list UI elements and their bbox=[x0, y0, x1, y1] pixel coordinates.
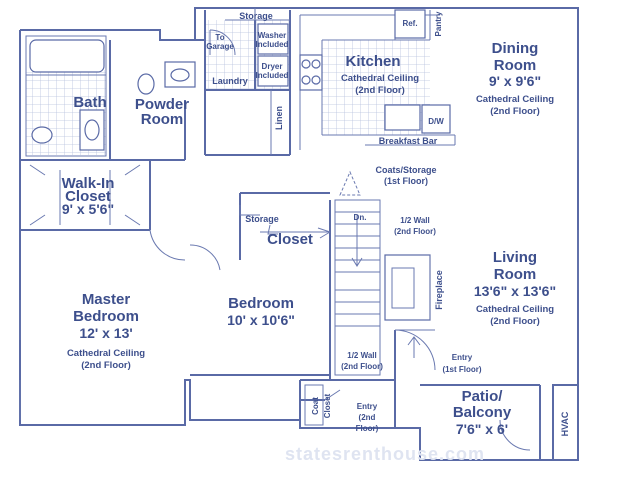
toilet bbox=[31, 126, 53, 144]
label-living-note-2: (2nd Floor) bbox=[490, 316, 540, 327]
label-entry2-1: Entry bbox=[357, 402, 378, 411]
label-half-wall-top-2: (2nd Floor) bbox=[394, 227, 436, 236]
label-dining-dim: 9' x 9'6" bbox=[489, 73, 541, 89]
label-entry-1: Entry bbox=[452, 353, 473, 362]
label-storage-bed: Storage bbox=[245, 214, 279, 224]
label-entry2-2: (2nd bbox=[359, 413, 376, 422]
label-dining-1: Dining bbox=[492, 40, 539, 57]
label-dn: Dn. bbox=[354, 213, 367, 222]
label-bedroom-dim: 10' x 10'6" bbox=[227, 312, 295, 328]
label-entry-2: (1st Floor) bbox=[442, 365, 481, 374]
label-powder-2: Room bbox=[141, 111, 184, 128]
label-walkin-1: Walk-In bbox=[62, 175, 115, 192]
room-labels: Storage To Garage Washer Included Dryer … bbox=[62, 11, 570, 464]
label-walkin-dim: 9' x 5'6" bbox=[62, 201, 114, 217]
label-fireplace: Fireplace bbox=[434, 270, 444, 310]
label-bedroom: Bedroom bbox=[228, 295, 294, 312]
label-dryer-2: Included bbox=[256, 71, 289, 80]
label-entry2-3: Floor) bbox=[356, 424, 379, 433]
label-hvac: HVAC bbox=[560, 411, 570, 436]
powder-toilet bbox=[137, 73, 155, 95]
label-to-garage-1: To bbox=[215, 33, 224, 42]
label-half-wall-top-1: 1/2 Wall bbox=[400, 216, 430, 225]
label-patio-dim: 7'6" x 6' bbox=[456, 421, 508, 437]
stove bbox=[299, 54, 323, 91]
label-washer-2: Included bbox=[256, 40, 289, 49]
label-dining-note-1: Cathedral Ceiling bbox=[476, 94, 554, 105]
label-master-2: Bedroom bbox=[73, 308, 139, 325]
label-living-note-1: Cathedral Ceiling bbox=[476, 304, 554, 315]
label-master-note-1: Cathedral Ceiling bbox=[67, 348, 145, 359]
label-half-wall-bot-2: (2nd Floor) bbox=[341, 362, 383, 371]
label-living-dim: 13'6" x 13'6" bbox=[474, 283, 556, 299]
label-pantry: Pantry bbox=[434, 11, 443, 36]
bathtub bbox=[29, 39, 105, 73]
label-master-note-2: (2nd Floor) bbox=[81, 360, 131, 371]
label-coat-1: Coat bbox=[311, 397, 320, 415]
label-bath: Bath bbox=[73, 94, 106, 111]
label-washer-1: Washer bbox=[258, 31, 287, 40]
label-coats-storage-2: (1st Floor) bbox=[384, 176, 428, 186]
label-dw: D/W bbox=[428, 117, 444, 126]
label-to-garage-2: Garage bbox=[206, 42, 234, 51]
label-linen: Linen bbox=[274, 106, 284, 130]
label-closet: Closet bbox=[267, 231, 313, 248]
dishwasher bbox=[421, 104, 451, 134]
label-half-wall-bot-1: 1/2 Wall bbox=[347, 351, 377, 360]
label-coats-storage: Coats/Storage bbox=[375, 165, 436, 175]
interior-walls bbox=[20, 10, 396, 428]
label-coat-2: Closet bbox=[323, 393, 332, 418]
washer bbox=[257, 23, 289, 55]
label-patio-1: Patio/ bbox=[462, 388, 504, 405]
label-patio-2: Balcony bbox=[453, 404, 512, 421]
hvac-box bbox=[552, 384, 579, 461]
refrigerator bbox=[394, 9, 426, 39]
label-dining-note-2: (2nd Floor) bbox=[490, 106, 540, 117]
label-storage-top: Storage bbox=[239, 11, 273, 21]
label-living-1: Living bbox=[493, 249, 537, 266]
watermark: statesrenthouse.com bbox=[285, 444, 485, 464]
label-laundry: Laundry bbox=[212, 76, 248, 86]
label-ref: Ref. bbox=[402, 19, 417, 28]
label-living-2: Room bbox=[494, 266, 537, 283]
label-powder-1: Powder bbox=[135, 96, 189, 113]
label-dryer-1: Dryer bbox=[262, 62, 283, 71]
label-kitchen-note-2: (2nd Floor) bbox=[355, 85, 405, 96]
label-kitchen-note-1: Cathedral Ceiling bbox=[341, 73, 419, 84]
label-master-dim: 12' x 13' bbox=[79, 325, 132, 341]
details bbox=[19, 8, 579, 451]
label-breakfast-bar: Breakfast Bar bbox=[379, 136, 438, 146]
label-kitchen: Kitchen bbox=[345, 53, 400, 70]
sink bbox=[384, 104, 421, 131]
label-dining-2: Room bbox=[494, 57, 537, 74]
label-master-1: Master bbox=[82, 291, 131, 308]
label-walkin-2: Closet bbox=[65, 188, 111, 205]
dryer bbox=[257, 55, 289, 87]
